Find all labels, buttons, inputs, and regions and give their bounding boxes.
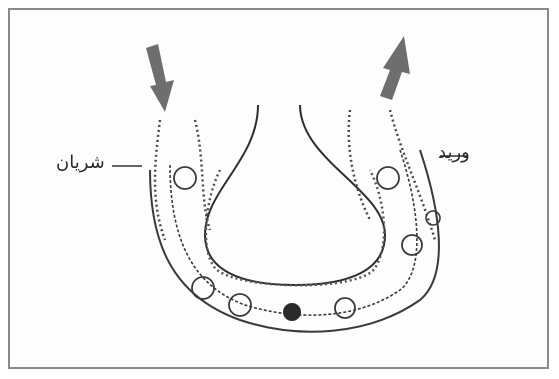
artery-wall-left — [155, 120, 165, 240]
arrow-down-icon — [146, 44, 174, 112]
artery-label: شريان — [56, 152, 105, 173]
cell — [426, 211, 440, 225]
capillary-outer-wall-inner — [170, 150, 417, 315]
cell — [192, 277, 214, 299]
vein-label: وريد — [438, 142, 470, 163]
cell — [377, 167, 399, 189]
cell — [402, 235, 422, 255]
cell-nucleus — [283, 303, 301, 321]
cell — [229, 294, 251, 316]
inner-loop-wall — [205, 105, 385, 285]
arrow-up-icon — [380, 36, 410, 100]
cell — [174, 167, 196, 189]
vein-wall-left — [349, 110, 370, 220]
cell — [335, 298, 355, 318]
